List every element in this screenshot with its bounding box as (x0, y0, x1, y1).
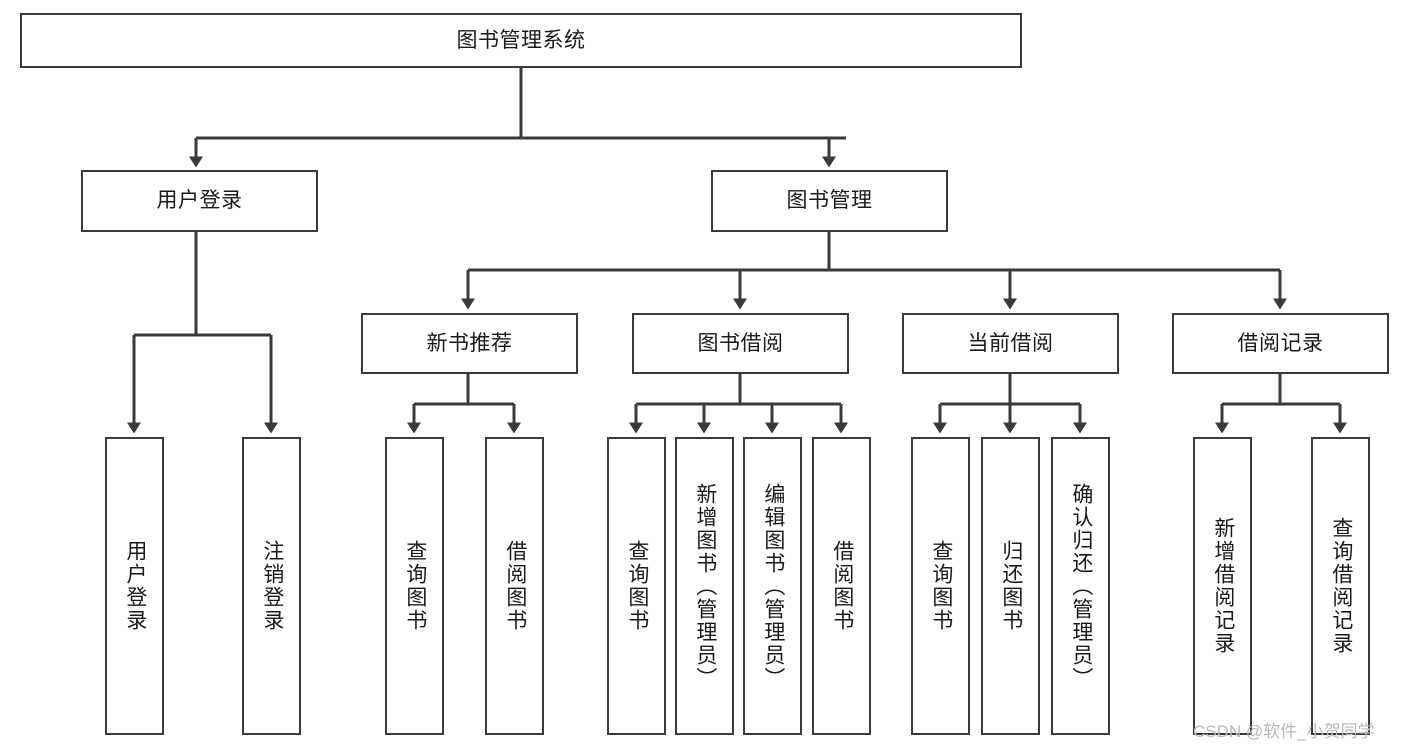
node-label: 查询图书 (403, 540, 427, 632)
leaf-new-book-query[interactable]: 查询图书 (385, 437, 444, 735)
node-label: 当前借阅 (967, 331, 1054, 355)
leaf-book-borrow-borrow[interactable]: 借阅图书 (812, 437, 871, 735)
node-book-borrow[interactable]: 图书借阅 (632, 313, 849, 374)
node-current-borrow[interactable]: 当前借阅 (902, 313, 1119, 374)
node-new-book-recommend[interactable]: 新书推荐 (361, 313, 578, 374)
node-label: 用户登录 (156, 189, 243, 213)
node-label: 归还图书 (999, 540, 1023, 632)
node-label: 用户登录 (123, 540, 147, 632)
node-label: 注销登录 (260, 540, 284, 632)
csdn-watermark: CSDN @软件_小贺同学 (1193, 722, 1375, 741)
leaf-current-borrow-return[interactable]: 归还图书 (981, 437, 1040, 735)
node-label: 新增图书（管理员） (693, 482, 717, 690)
leaf-new-book-borrow[interactable]: 借阅图书 (485, 437, 544, 735)
leaf-current-borrow-query[interactable]: 查询图书 (911, 437, 970, 735)
node-label: 新书推荐 (426, 331, 513, 355)
node-label: 确认归还（管理员） (1069, 482, 1093, 690)
node-label: 图书管理系统 (456, 28, 586, 52)
node-label: 查询图书 (625, 540, 649, 632)
leaf-book-borrow-query[interactable]: 查询图书 (607, 437, 666, 735)
leaf-current-borrow-confirm[interactable]: 确认归还（管理员） (1051, 437, 1110, 735)
node-label: 新增借阅记录 (1211, 517, 1235, 655)
node-label: 借阅图书 (830, 540, 854, 632)
node-root-system[interactable]: 图书管理系统 (20, 13, 1022, 68)
node-label: 借阅记录 (1237, 331, 1324, 355)
node-label: 图书管理 (786, 189, 873, 213)
leaf-user-login-logout[interactable]: 注销登录 (242, 437, 301, 735)
node-book-management[interactable]: 图书管理 (711, 170, 948, 232)
node-label: 查询图书 (929, 540, 953, 632)
leaf-borrow-record-query[interactable]: 查询借阅记录 (1311, 437, 1370, 735)
node-label: 查询借阅记录 (1329, 517, 1353, 655)
node-user-login[interactable]: 用户登录 (81, 170, 318, 232)
node-label: 借阅图书 (503, 540, 527, 632)
leaf-borrow-record-add[interactable]: 新增借阅记录 (1193, 437, 1252, 735)
leaf-book-borrow-edit[interactable]: 编辑图书（管理员） (743, 437, 802, 735)
node-borrow-record[interactable]: 借阅记录 (1172, 313, 1389, 374)
node-label: 编辑图书（管理员） (761, 482, 785, 690)
node-label: 图书借阅 (697, 331, 784, 355)
leaf-user-login-login[interactable]: 用户登录 (105, 437, 164, 735)
leaf-book-borrow-add[interactable]: 新增图书（管理员） (675, 437, 734, 735)
